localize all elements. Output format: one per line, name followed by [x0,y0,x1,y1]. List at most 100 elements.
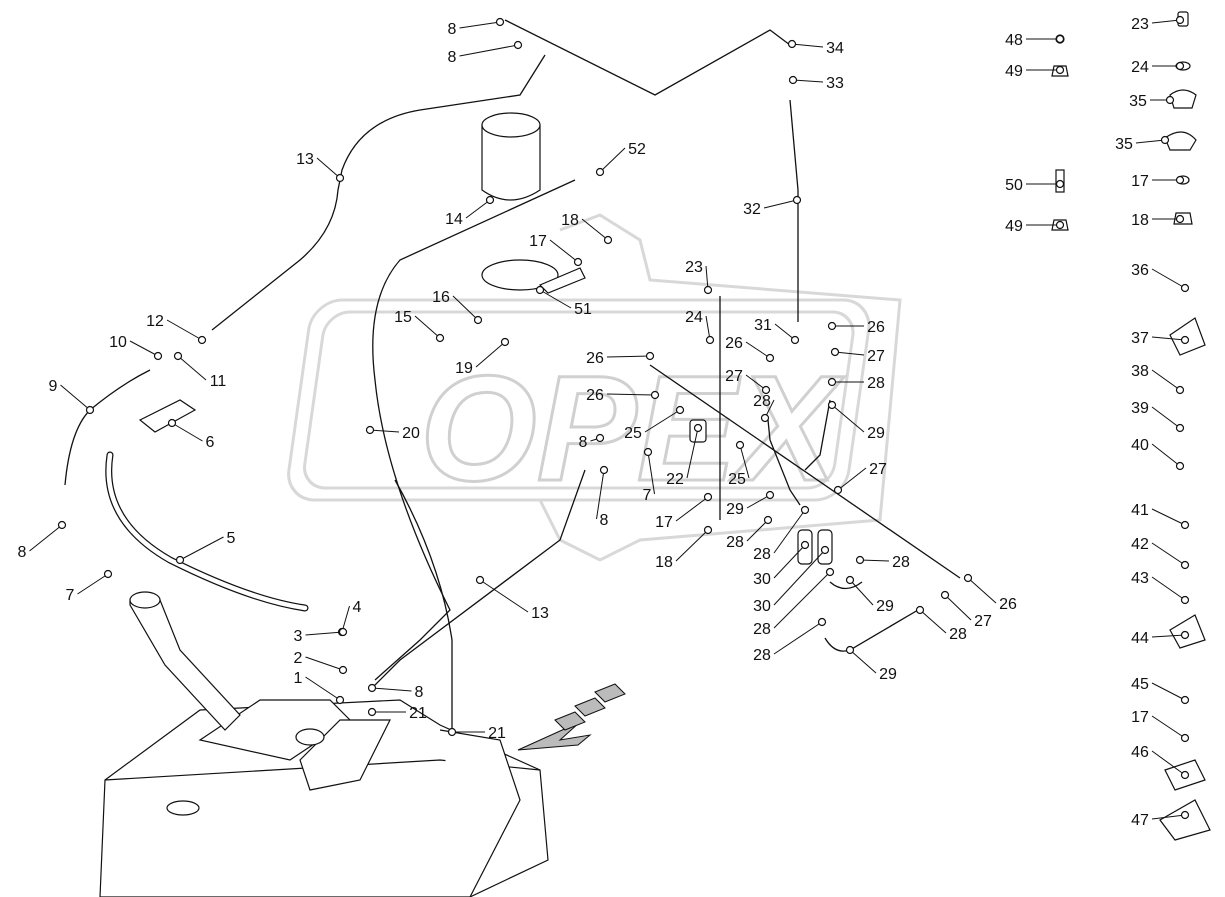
leader-line [773,549,826,606]
part-marker [595,433,605,443]
callout-8: 8 [579,433,605,451]
callout-8: 8 [18,520,67,561]
callout-29: 29 [845,575,894,615]
part-marker [1055,65,1065,75]
callout-26: 26 [725,335,775,363]
leader-line [305,676,341,701]
callout-number: 21 [409,705,427,722]
leader-line [581,218,609,241]
callout-6: 6 [167,418,215,451]
callout-number: 17 [655,514,673,531]
callout-11: 11 [173,351,226,390]
callout-number: 24 [1131,59,1149,76]
callout-number: 18 [655,554,673,571]
callout-28: 28 [855,554,910,571]
leader-line [1151,576,1186,601]
callout-13: 13 [296,151,345,183]
filler-neck [129,591,241,731]
callout-17: 17 [529,233,583,267]
callout-number: 10 [109,334,127,351]
callout-48: 48 [1005,32,1065,49]
callout-17: 17 [655,492,713,531]
part-marker [1175,423,1185,433]
part-marker [703,492,713,502]
callout-19: 19 [455,337,510,377]
callout-37: 37 [1131,330,1190,347]
callout-number: 27 [725,368,743,385]
leader-line [77,573,109,595]
callout-40: 40 [1131,437,1185,471]
callout-26: 26 [963,573,1017,613]
callout-number: 28 [753,647,771,664]
callout-number: 29 [867,425,885,442]
callout-number: 46 [1131,744,1149,761]
part-marker [1175,175,1185,185]
callout-number: 25 [728,471,746,488]
part-marker [365,425,375,435]
callout-number: 5 [227,530,236,547]
callout-13: 13 [475,575,549,622]
callout-50: 50 [1005,177,1065,194]
callout-20: 20 [365,425,420,442]
callout-28: 28 [726,515,773,551]
callout-number: 38 [1131,363,1149,380]
callout-30: 30 [753,540,810,588]
part-marker [175,555,185,565]
callout-35: 35 [1129,93,1175,110]
callout-number: 17 [529,233,547,250]
part-marker [595,167,605,177]
leader-line [763,199,798,209]
callout-number: 23 [1131,16,1149,33]
callout-8: 8 [448,40,523,66]
callout-27: 27 [725,368,771,395]
canister-clamp [481,259,586,294]
callout-38: 38 [1131,363,1185,395]
callout-number: 17 [1131,709,1149,726]
callout-number: 50 [1005,177,1023,194]
callout-number: 30 [753,571,771,588]
callout-number: 8 [600,512,609,529]
callout-number: 52 [628,141,646,158]
callout-39: 39 [1131,400,1185,433]
part-marker [1175,214,1185,224]
callout-12: 12 [146,313,207,345]
part-marker [338,665,348,675]
part-marker [335,173,345,183]
callout-34: 34 [787,39,844,57]
part-marker [643,447,653,457]
part-marker [735,440,745,450]
part-marker [599,465,609,475]
leader-line [29,524,63,552]
part-marker [763,515,773,525]
callout-28: 28 [753,505,810,563]
callout-number: 35 [1129,93,1147,110]
callout-number: 28 [753,393,771,410]
callout-number: 28 [867,375,885,392]
part-marker [485,195,495,205]
callout-number: 45 [1131,676,1149,693]
leader-line [1151,682,1186,701]
part-marker [85,405,95,415]
callout-14: 14 [445,195,495,228]
leader-line [944,594,972,621]
callout-number: 25 [624,425,642,442]
callout-number: 26 [586,387,604,404]
fuel-tank [99,699,549,897]
part-marker [1180,770,1190,780]
callout-number: 39 [1131,400,1149,417]
part-marker [827,377,837,387]
callout-number: 21 [488,725,506,742]
callout-28: 28 [753,393,775,423]
part-marker [1180,695,1190,705]
leader-line [1135,139,1166,144]
leader-line [774,323,796,341]
part-marker [1180,283,1190,293]
leader-line [675,496,709,522]
leader-line [686,427,699,479]
callout-29: 29 [827,400,885,442]
part-marker [1175,461,1185,471]
leader-line [1151,750,1186,776]
callout-10: 10 [109,334,163,361]
callout-number: 36 [1131,262,1149,279]
callout-number: 43 [1131,570,1149,587]
